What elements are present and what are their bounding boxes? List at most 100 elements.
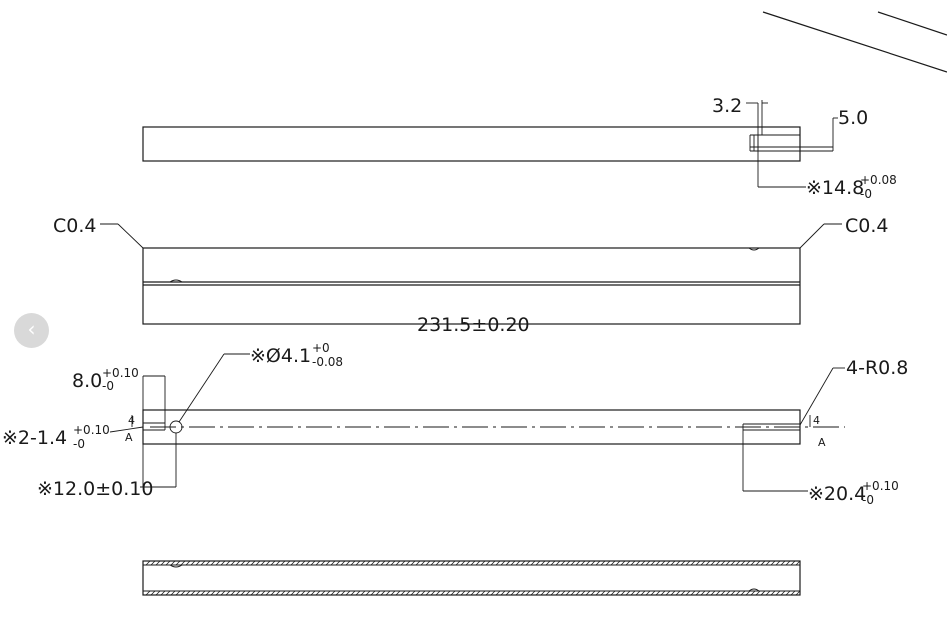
hatch-line	[735, 590, 741, 596]
hatch-line	[335, 560, 341, 566]
hatch-line	[210, 560, 216, 566]
hatch-line	[340, 590, 346, 596]
hatch-line	[215, 560, 221, 566]
hatch-line	[705, 560, 711, 566]
hatch-line	[610, 560, 616, 566]
hatch-line	[335, 590, 341, 596]
hatch-line	[645, 560, 651, 566]
hatch-line	[380, 590, 386, 596]
hatch-line	[500, 590, 506, 596]
hatch-line	[685, 590, 691, 596]
hatch-line	[170, 560, 176, 566]
hatch-line	[420, 590, 426, 596]
hatch-line	[605, 560, 611, 566]
hatch-line	[430, 560, 436, 566]
hatch-line	[265, 560, 271, 566]
hatch-line	[320, 560, 326, 566]
hatch-line	[520, 590, 526, 596]
hatch-line	[235, 590, 241, 596]
hatch-line	[565, 560, 571, 566]
hatch-line	[635, 560, 641, 566]
hatch-line	[315, 590, 321, 596]
hatch-line	[690, 560, 696, 566]
hatch-line	[440, 560, 446, 566]
hatch-line	[350, 560, 356, 566]
hatch-line	[295, 560, 301, 566]
hatch-line	[150, 560, 156, 566]
hatch-line	[645, 590, 651, 596]
hatch-line	[745, 590, 751, 596]
hatch-line	[530, 560, 536, 566]
hatch-line	[245, 590, 251, 596]
hatch-line	[445, 560, 451, 566]
hatch-line	[640, 590, 646, 596]
hatch-line	[650, 590, 656, 596]
hatch-line	[710, 560, 716, 566]
hatch-line	[200, 590, 206, 596]
hatch-line	[595, 590, 601, 596]
hatch-line	[680, 590, 686, 596]
hatch-line	[790, 560, 796, 566]
hatch-line	[535, 560, 541, 566]
hatch-line	[205, 590, 211, 596]
hatch-line	[705, 590, 711, 596]
hatch-line	[400, 560, 406, 566]
hatch-line	[795, 590, 801, 596]
hatch-line	[785, 560, 791, 566]
hatch-line	[650, 560, 656, 566]
hatch-line	[655, 560, 661, 566]
hatch-line	[275, 590, 281, 596]
hatch-line	[155, 590, 161, 596]
hatch-line	[555, 560, 561, 566]
hatch-line	[780, 590, 786, 596]
hatch-line	[390, 560, 396, 566]
hatch-line	[585, 560, 591, 566]
hatch-line	[560, 590, 566, 596]
hatch-line	[465, 590, 471, 596]
hatch-line	[310, 560, 316, 566]
hatch-line	[775, 560, 781, 566]
hatch-line	[360, 590, 366, 596]
hatch-line	[485, 560, 491, 566]
hatch-line	[285, 560, 291, 566]
hatch-line	[545, 560, 551, 566]
hatch-line	[230, 590, 236, 596]
hatch-line	[775, 590, 781, 596]
hatch-line	[500, 560, 506, 566]
hatch-line	[480, 590, 486, 596]
partial-view-lines	[762, 11, 947, 73]
chamfer-left-label: C0.4	[53, 215, 96, 237]
hatch-line	[525, 590, 531, 596]
hatch-line	[165, 590, 171, 596]
hole-position-dim: ※12.0±0.10	[37, 478, 153, 500]
hatch-line	[525, 560, 531, 566]
hatch-line	[280, 590, 286, 596]
hatch-line	[185, 560, 191, 566]
hatch-line	[530, 590, 536, 596]
hatch-line	[710, 590, 716, 596]
hatch-line	[205, 560, 211, 566]
previous-button[interactable]: ‹	[14, 313, 49, 348]
hatch-line	[260, 590, 266, 596]
slot-length-upper-tol: +0.10	[862, 479, 899, 493]
hatch-line	[485, 590, 491, 596]
hatch-line	[365, 560, 371, 566]
hatch-line	[190, 590, 196, 596]
hatch-line	[575, 590, 581, 596]
hatch-line	[720, 590, 726, 596]
hatch-line	[470, 590, 476, 596]
hatch-line	[540, 560, 546, 566]
hatch-line	[260, 560, 266, 566]
edge-dim-upper-tol: +0.10	[102, 366, 139, 380]
hatch-line	[505, 590, 511, 596]
hatch-line	[655, 590, 661, 596]
hatch-line	[360, 560, 366, 566]
hatch-line	[580, 560, 586, 566]
hatch-line	[240, 590, 246, 596]
hatch-line	[455, 560, 461, 566]
hole-diameter-lower-tol: -0.08	[312, 355, 343, 369]
hatch-line	[560, 560, 566, 566]
hatch-line	[795, 560, 801, 566]
hatch-line	[420, 560, 426, 566]
hatch-line	[300, 560, 306, 566]
